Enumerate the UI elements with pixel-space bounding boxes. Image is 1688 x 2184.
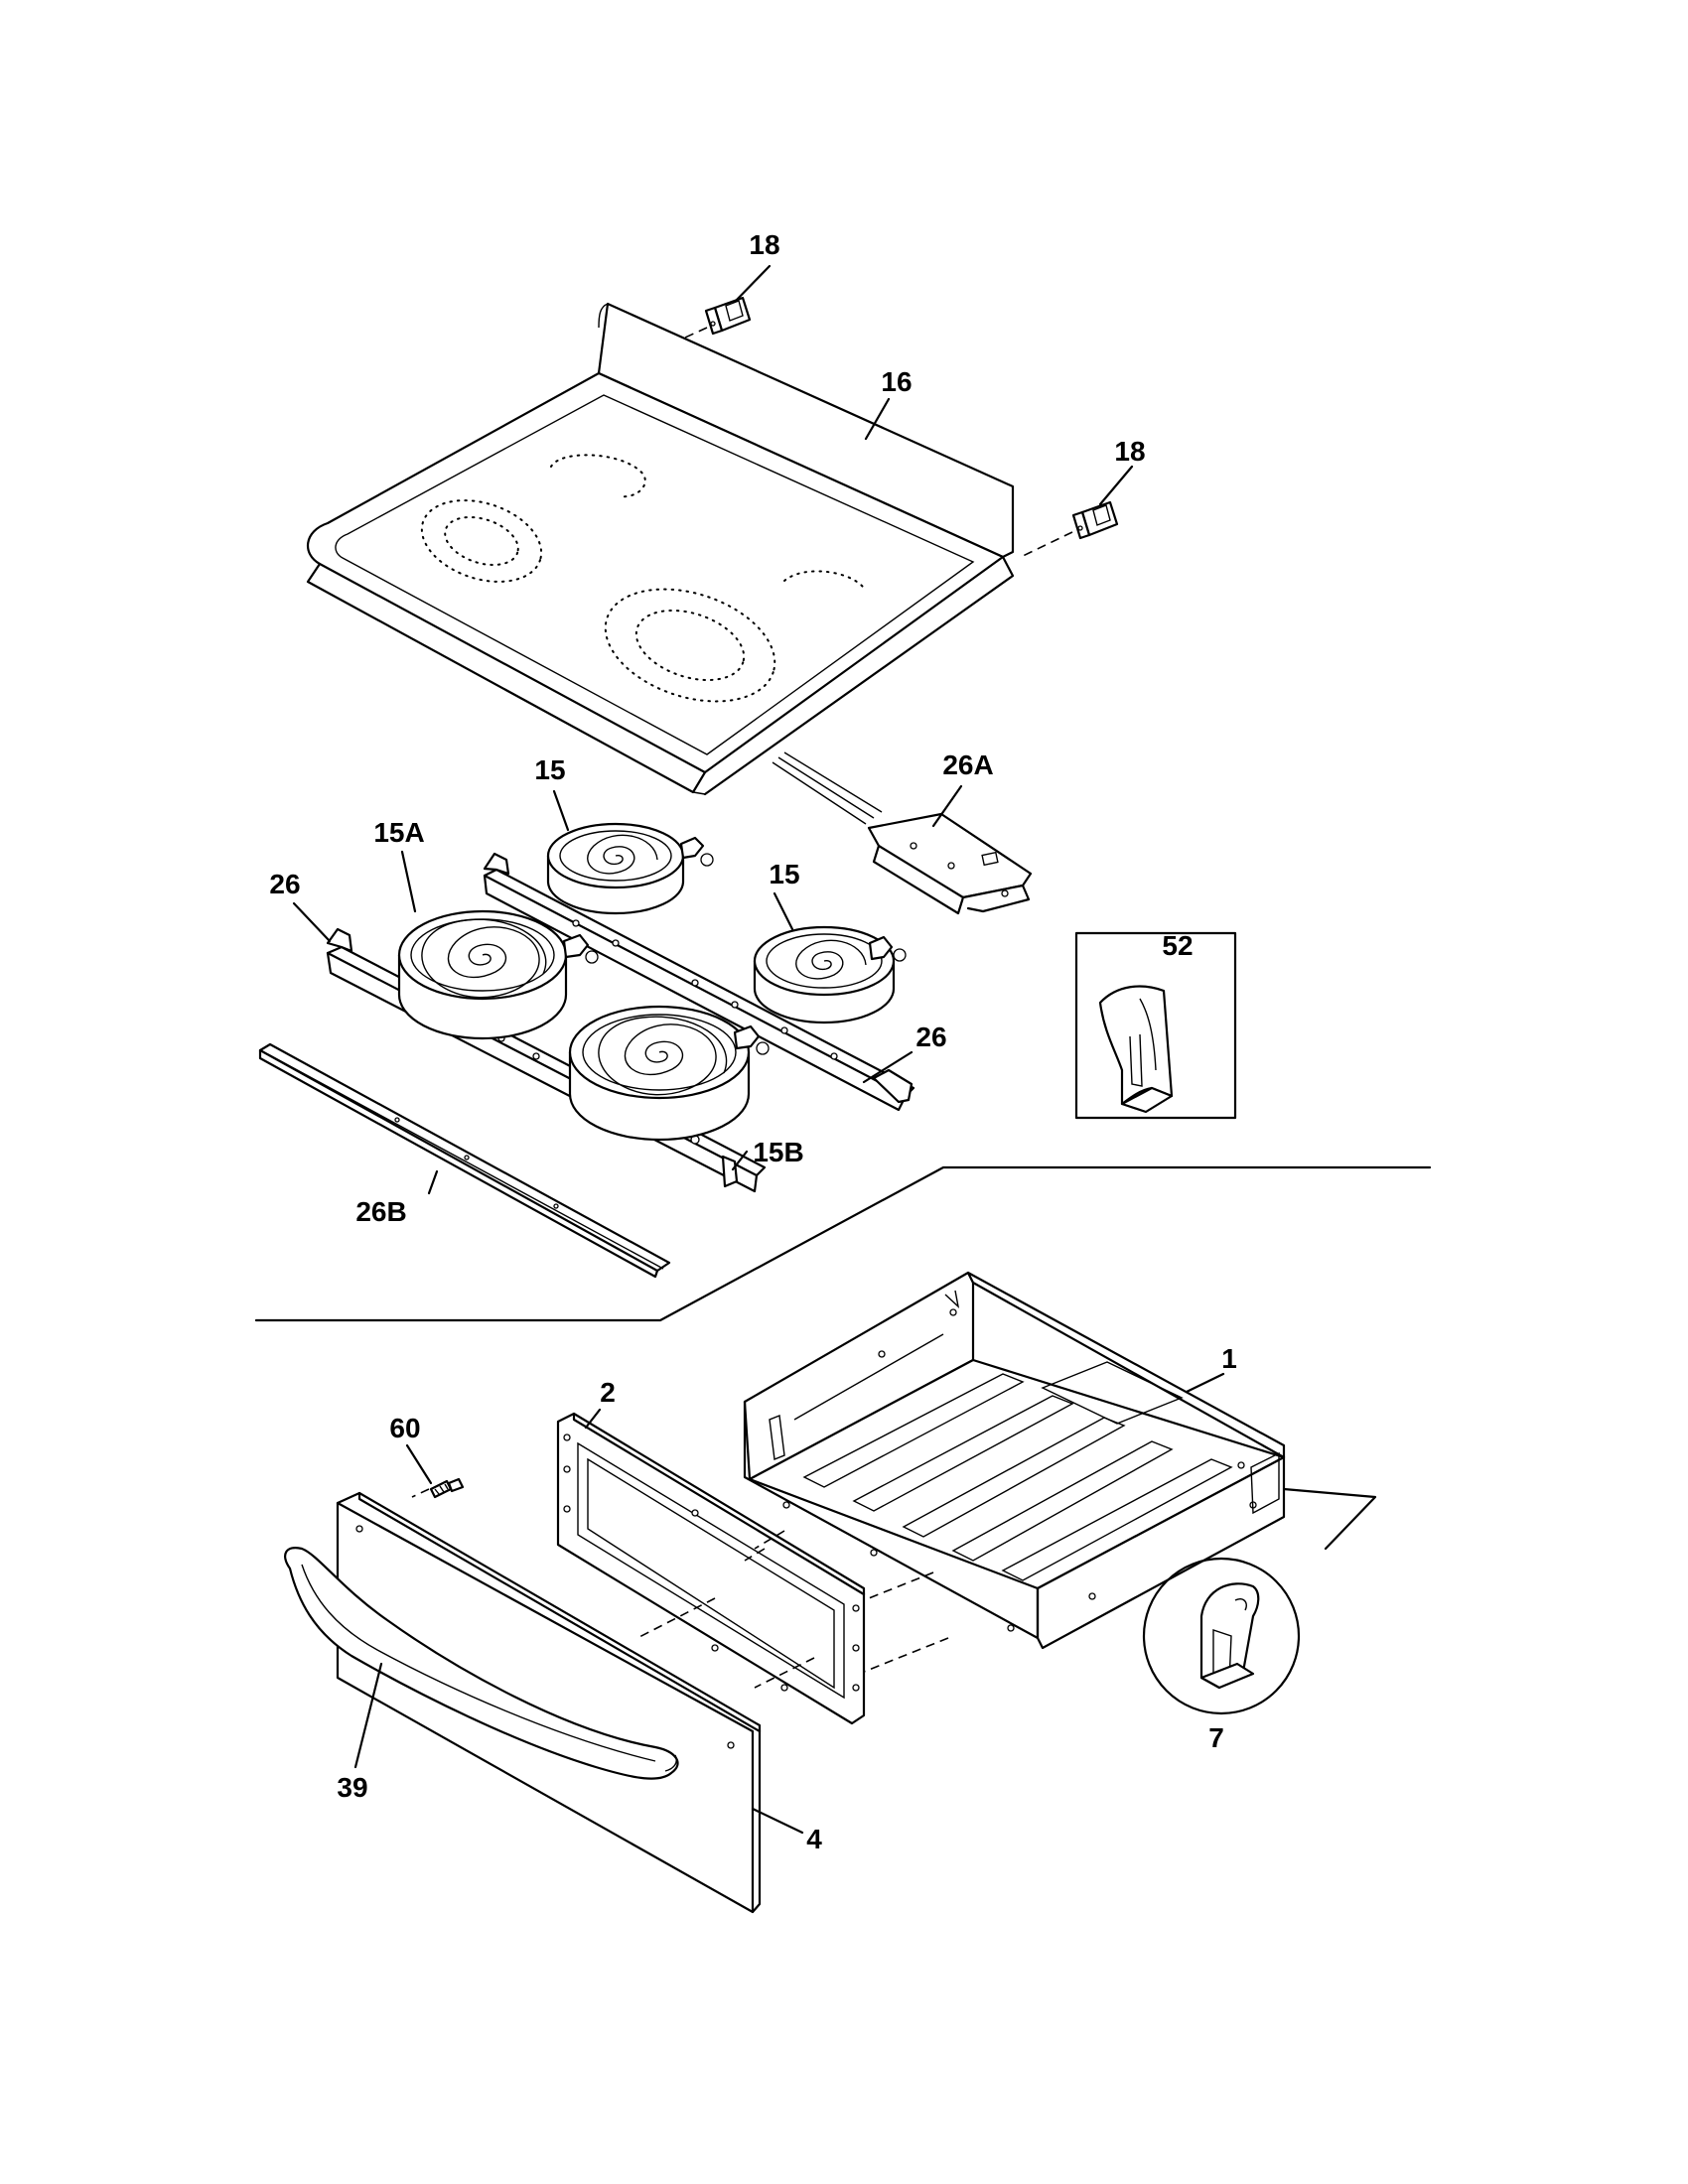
inset-part-7 <box>1142 1557 1301 1715</box>
callout-39: 39 <box>337 1772 367 1803</box>
cooktop-glass-part-16 <box>306 302 1015 825</box>
callout-26B: 26B <box>355 1196 406 1227</box>
callout-15B: 15B <box>753 1137 803 1167</box>
callout-18-right: 18 <box>1114 436 1145 467</box>
callout-18-upper: 18 <box>749 229 779 260</box>
frame-part-2 <box>556 1412 866 1725</box>
surface-element-part-15A <box>397 909 599 1040</box>
leader-to-part-7 <box>1282 1487 1377 1551</box>
callout-1: 1 <box>1221 1343 1237 1374</box>
bracket-part-26A <box>867 812 1033 915</box>
callout-15-right: 15 <box>769 859 799 889</box>
section-divider-line <box>254 1165 1432 1322</box>
clip-18-upper-dashed-guide <box>684 327 708 339</box>
leader-lines <box>292 264 1225 1835</box>
callout-15A: 15A <box>373 817 424 848</box>
surface-element-part-15-rear <box>546 822 714 915</box>
screw-part-60 <box>429 1477 465 1499</box>
callout-26A: 26A <box>942 750 993 780</box>
surface-element-part-15B <box>568 1005 770 1142</box>
alignment-guides <box>411 1488 949 1689</box>
callout-15-rear: 15 <box>534 754 565 785</box>
clip-part-18-right <box>1071 500 1119 540</box>
drawer-body-part-1 <box>743 1271 1286 1650</box>
support-rail-part-26-rear <box>483 852 915 1112</box>
callout-7: 7 <box>1208 1722 1224 1753</box>
clip-18-right-dashed-guide <box>1018 531 1073 559</box>
callout-16: 16 <box>881 366 912 397</box>
callout-2: 2 <box>600 1377 616 1408</box>
callout-60: 60 <box>389 1413 420 1443</box>
inset-part-52 <box>1074 931 1237 1120</box>
handle-part-39 <box>284 1547 679 1780</box>
trim-strip-part-26B <box>258 1042 671 1279</box>
drawer-front-panel-part-4 <box>336 1491 762 1914</box>
clip-part-18-upper <box>704 296 752 336</box>
surface-element-part-15-right <box>753 925 907 1024</box>
callout-52: 52 <box>1162 930 1193 961</box>
callout-26-left: 26 <box>269 869 300 899</box>
callout-26-right: 26 <box>915 1022 946 1052</box>
callout-4: 4 <box>806 1824 822 1854</box>
